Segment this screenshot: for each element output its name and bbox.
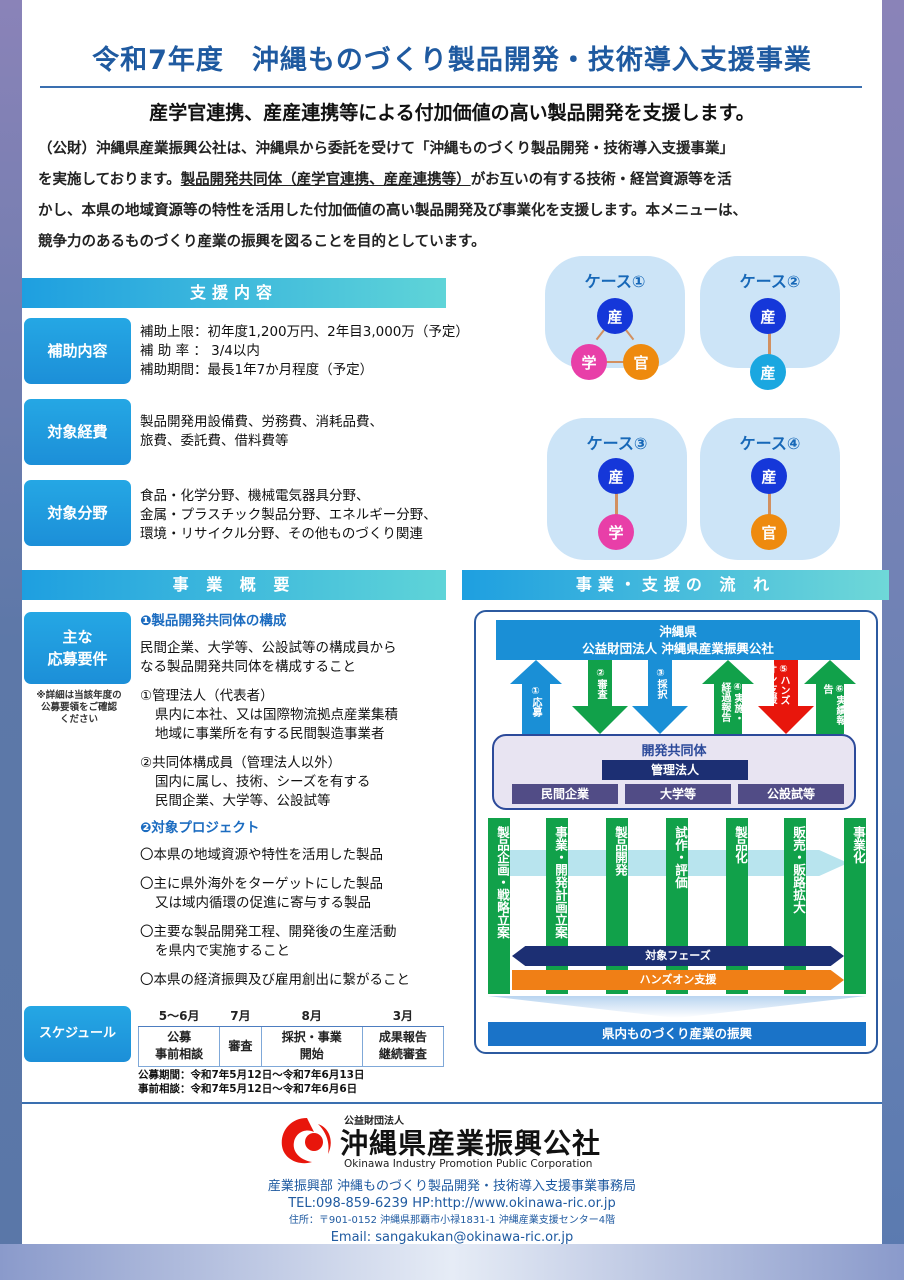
intro-underline: 製品開発共同体（産学官連携、産産連携等） — [180, 172, 471, 188]
flow-header: 事業・支援の 流 れ — [462, 570, 889, 600]
phase-productization: 製品化 — [726, 818, 748, 994]
support-header: 支援内容 — [22, 278, 446, 308]
member-university: 大学等 — [625, 784, 731, 804]
department: 産業振興部 沖縄ものづくり製品開発・技術導入支援事業事務局 — [267, 1179, 637, 1194]
title-divider — [40, 86, 862, 88]
target-phase-bar: 対象フェーズ — [512, 946, 844, 966]
member-desc: 国内に属し、技術、シーズを有する民間企業、大学等、公設試等 — [155, 774, 371, 809]
intro-line: 競争力のあるものづくり産業の振興を図ることを目的としています。 — [38, 234, 486, 250]
address: 住所：〒901-0152 沖縄県那覇市小禄1831-1 沖縄産業支援センター4階 — [288, 1215, 616, 1226]
footer-divider — [22, 1102, 882, 1104]
node-academia: 学 — [598, 514, 634, 550]
node-academia: 学 — [571, 344, 607, 380]
flow-arrows — [510, 660, 856, 734]
left-gradient-border — [0, 0, 22, 1280]
tag-fields: 対象分野 — [24, 480, 131, 546]
case-title: ケース② — [739, 272, 801, 291]
node-government: 官 — [751, 514, 787, 550]
subsidy-text: 補助上限：初年度1,200万円、2年目3,000万（予定） 補 助 率 ： 3/… — [140, 324, 469, 378]
result-box: 県内ものづくり産業の振興 — [488, 1022, 866, 1046]
project-item: 〇主要な製品開発工程、開発後の生産活動を県内で実施すること — [140, 924, 397, 959]
consortium-desc: 民間企業、大学等、公設試等の構成員からなる製品開発共同体を構成すること — [140, 640, 397, 675]
org-box: 沖縄県公益財団法人 沖縄県産業振興公社 — [496, 620, 860, 660]
arrow-apply: ①応募 — [530, 686, 541, 717]
org-type: 公益財団法人 — [344, 1116, 404, 1127]
node-government: 官 — [623, 344, 659, 380]
intro-line: かし、本県の地域資源等の特性を活用した付加価値の高い製品開発及び事業化を支援しま… — [38, 203, 748, 219]
page-title: 令和7年度 沖縄ものづくり製品開発・技術導入支援事業 — [92, 45, 812, 76]
case-3: ケース③ 産 学 — [547, 418, 687, 560]
node-industry: 産 — [597, 298, 633, 334]
arrow-review: ②審査 — [595, 668, 606, 699]
tag-expenses: 対象経費 — [24, 399, 131, 465]
tag-subsidy: 補助内容 — [24, 318, 131, 384]
arrow-adopt: ③採択 — [655, 668, 666, 699]
member-public-lab: 公設試等 — [738, 784, 844, 804]
overview-header: 事 業 概 要 — [22, 570, 446, 600]
case-title: ケース③ — [586, 434, 648, 453]
node-industry-2: 産 — [750, 354, 786, 390]
case-title: ケース① — [584, 272, 646, 291]
case-4: ケース④ 産 官 — [700, 418, 840, 560]
org-name: 沖縄県産業振興公社 — [340, 1127, 602, 1160]
email[interactable]: Email: sangakukan@okinawa-ric.or.jp — [330, 1230, 574, 1245]
handson-bar: ハンズオン支援 — [512, 970, 844, 990]
arrow-report: ④実施・経過報告 — [719, 682, 743, 723]
contact-block: 産業振興部 沖縄ものづくり製品開発・技術導入支援事業事務局 TEL:098-85… — [22, 1178, 882, 1246]
node-industry: 産 — [750, 298, 786, 334]
fields-text: 食品・化学分野、機械電気器具分野、 金属・プラスチック製品分野、エネルギー分野、… — [140, 488, 437, 542]
phase-development: 製品開発 — [606, 818, 628, 994]
project-item: 〇本県の地域資源や特性を活用した製品 — [140, 847, 383, 863]
intro-line: を実施しております。製品開発共同体（産学官連携、産産連携等）がお互いの有する技術… — [38, 172, 732, 188]
case-2: ケース② 産 産 — [700, 256, 840, 390]
right-gradient-border — [882, 0, 904, 1280]
intro-line: （公財）沖縄県産業振興公社は、沖縄県から委託を受けて「沖縄ものづくり製品開発・技… — [38, 141, 734, 157]
requirements-body: ❶製品開発共同体の構成 民間企業、大学等、公設試等の構成員からなる製品開発共同体… — [140, 612, 460, 990]
manager-heading: ①管理法人（代表者） — [140, 688, 274, 704]
lead-heading: 産学官連携、産産連携等による付加価値の高い製品開発を支援します。 — [149, 102, 755, 124]
flow-diagram — [474, 610, 878, 1054]
node-industry: 産 — [598, 458, 634, 494]
phase-prototype: 試作・評価 — [666, 818, 688, 994]
project-item: 〇本県の経済振興及び雇用創出に繋がること — [140, 972, 410, 988]
member-private: 民間企業 — [512, 784, 618, 804]
org-logo-icon — [281, 1118, 331, 1164]
flyer-page: 令和7年度 沖縄ものづくり製品開発・技術導入支援事業 産学官連携、産産連携等によ… — [22, 0, 889, 1246]
member-heading: ②共同体構成員（管理法人以外） — [140, 755, 342, 771]
phase-sales: 販売・販路拡大 — [784, 818, 806, 994]
project-item: 〇主に県外海外をターゲットにした製品又は域内循環の促進に寄与する製品 — [140, 876, 383, 911]
phase-commercialization: 事業化 — [844, 818, 866, 994]
expenses-text: 製品開発用設備費、労務費、消耗品費、 旅費、委託費、借料費等 — [140, 414, 383, 449]
bottom-gradient-border — [0, 1244, 904, 1280]
case-title: ケース④ — [739, 434, 801, 453]
requirements-note: ※詳細は当該年度の 公募要領をご確認 ください — [36, 690, 122, 725]
section-consortium: ❶製品開発共同体の構成 — [140, 613, 287, 629]
section-projects: ❷対象プロジェクト — [140, 820, 260, 836]
schedule-dates: 公募期間：令和7年5月12日～令和7年6月13日 事前相談：令和7年5月12日～… — [138, 1069, 365, 1095]
manager-desc: 県内に本社、又は国際物流拠点産業集積地域に事業所を有する民間製造事業者 — [155, 707, 398, 742]
manager-box: 管理法人 — [602, 760, 748, 780]
intro-paragraph: （公財）沖縄県産業振興公社は、沖縄県から委託を受けて「沖縄ものづくり製品開発・技… — [38, 134, 868, 258]
arrow-handson: ⑤ハンズオン支援 — [765, 664, 789, 705]
arrow-final-report: ⑥実績報告 — [821, 684, 845, 725]
phase-business-plan: 事業・開発計画立案 — [546, 818, 568, 994]
tel-hp: TEL:098-859-6239 HP:http://www.okinawa-r… — [288, 1196, 616, 1211]
tag-requirements: 主な 応募要件 — [24, 612, 131, 684]
tag-schedule: スケジュール — [24, 1006, 131, 1062]
node-industry: 産 — [751, 458, 787, 494]
org-name-en: Okinawa Industry Promotion Public Corpor… — [344, 1158, 593, 1170]
case-1: ケース① 産 学 官 — [545, 256, 685, 380]
phase-planning: 製品企画・戦略立案 — [488, 818, 510, 994]
